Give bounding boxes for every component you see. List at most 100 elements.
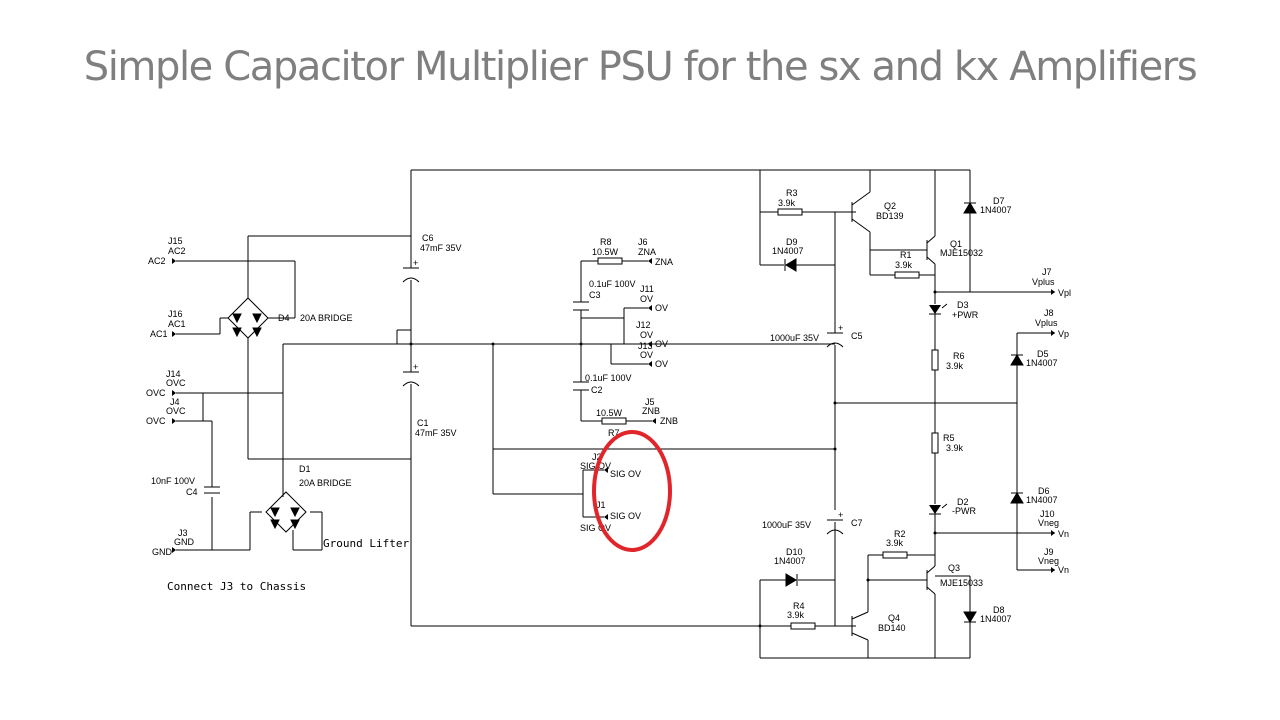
j5-ref: J5 (645, 397, 655, 407)
d8-diode (963, 611, 977, 623)
j2-ref: J2 (592, 452, 602, 462)
connector-j14 (172, 390, 176, 396)
r1-ref: R1 (900, 250, 912, 260)
r3-ref: R3 (786, 188, 798, 198)
j13-ref: J13 (638, 341, 653, 351)
svg-text:+: + (413, 362, 418, 372)
c4-ref: C4 (186, 487, 198, 497)
c1-ref: C1 (417, 418, 429, 428)
r5-ref: R5 (943, 433, 955, 443)
c2-ref: C2 (591, 385, 603, 395)
j14-ref: J14 (166, 369, 181, 379)
connectors-right-bottom (1051, 530, 1055, 573)
c6-ref: C6 (422, 233, 434, 243)
c5-value: 1000uF 35V (770, 333, 819, 343)
d1-value: 20A BRIDGE (299, 478, 352, 488)
j6-name: ZNA (638, 247, 656, 257)
wires-middle (492, 260, 835, 518)
j6-ref: J6 (638, 237, 648, 247)
connector-j3 (172, 547, 176, 553)
d7-value: 1N4007 (980, 205, 1012, 215)
q4-ref: Q4 (888, 613, 900, 623)
wires-cap-column (815, 211, 1017, 627)
j16-net: AC1 (150, 329, 168, 339)
c5-ref: C5 (851, 331, 863, 341)
connect-chassis-note: Connect J3 to Chassis (167, 580, 306, 593)
d6-value: 1N4007 (1026, 495, 1058, 505)
bridge-d1 (265, 491, 307, 533)
j8-name: Vplus (1035, 318, 1058, 328)
d1-ref: D1 (299, 464, 311, 474)
d8-value: 1N4007 (980, 614, 1012, 624)
d10-value: 1N4007 (774, 556, 806, 566)
connector-j15 (172, 258, 176, 264)
c7-ref: C7 (851, 518, 863, 528)
d3-led (929, 303, 948, 315)
wires-left (176, 235, 411, 551)
j2-net: SIG OV (610, 469, 641, 479)
j3-ref: J3 (178, 528, 188, 538)
svg-text:+: + (838, 510, 843, 520)
wires-lower-reg (759, 453, 1055, 659)
j3-name: GND (174, 537, 195, 547)
j15-ref: J15 (168, 236, 183, 246)
c1-symbol: + (402, 362, 420, 387)
q4-value: BD140 (878, 623, 906, 633)
d10-diode (785, 573, 798, 587)
c2-value: 0.1uF 100V (585, 373, 632, 383)
j8-ref: J8 (1044, 308, 1054, 318)
r7-resistor (601, 417, 627, 425)
ground-lifter-note: Ground Lifter (323, 537, 409, 550)
r1-value: 3.9k (895, 260, 913, 270)
q2-ref: Q2 (884, 201, 896, 211)
d5-ref: D5 (1037, 349, 1049, 359)
j5-net: ZNB (660, 416, 678, 426)
d5-value: 1N4007 (1026, 358, 1058, 368)
r4-value: 3.9k (787, 610, 805, 620)
j1-ref: J1 (596, 500, 606, 510)
c4-symbol (204, 486, 220, 494)
d7-ref: D7 (993, 196, 1005, 206)
r3-value: 3.9k (778, 198, 796, 208)
r7-ref: R7 (608, 428, 620, 438)
r3-resistor (777, 208, 803, 216)
j10-name: Vneg (1038, 518, 1059, 528)
d3-value: +PWR (952, 310, 979, 320)
d7-diode (963, 202, 977, 214)
c3-symbol (573, 301, 589, 311)
r7-value: 10.5W (596, 408, 623, 418)
q2-value: BD139 (876, 211, 904, 221)
j4-ref: J4 (170, 397, 180, 407)
q1-value: MJE15032 (940, 248, 983, 258)
highlight-circle (592, 430, 672, 552)
c4-value: 10nF 100V (151, 476, 195, 486)
j15-name: AC2 (168, 246, 186, 256)
j12-ref: J12 (636, 320, 651, 330)
c1-value: 47mF 35V (415, 428, 457, 438)
j4-net: OVC (146, 416, 166, 426)
j11-ref: J11 (640, 284, 654, 294)
j7-net: Vpl (1058, 288, 1071, 298)
d9-diode (784, 258, 797, 272)
r4-ref: R4 (793, 601, 805, 611)
d8-ref: D8 (993, 605, 1005, 615)
svg-text:+: + (413, 258, 418, 268)
j13-name: OV (640, 350, 653, 360)
c3-ref: C3 (589, 290, 601, 300)
page-title: Simple Capacitor Multiplier PSU for the … (83, 44, 1198, 90)
j1-net: SIG OV (610, 511, 641, 521)
j14-name: OVC (166, 378, 186, 388)
c2-symbol (573, 381, 589, 391)
j7-name: Vplus (1032, 277, 1055, 287)
main-rails (396, 169, 970, 627)
j14-net: OVC (146, 388, 166, 398)
connectors-middle (604, 258, 656, 520)
j16-name: AC1 (168, 319, 186, 329)
j12-net: OV (655, 339, 668, 349)
j16-ref: J16 (168, 309, 183, 319)
r6-value: 3.9k (946, 361, 964, 371)
d10-ref: D10 (786, 547, 803, 557)
j5-name: ZNB (642, 406, 660, 416)
connector-j16 (172, 331, 176, 337)
